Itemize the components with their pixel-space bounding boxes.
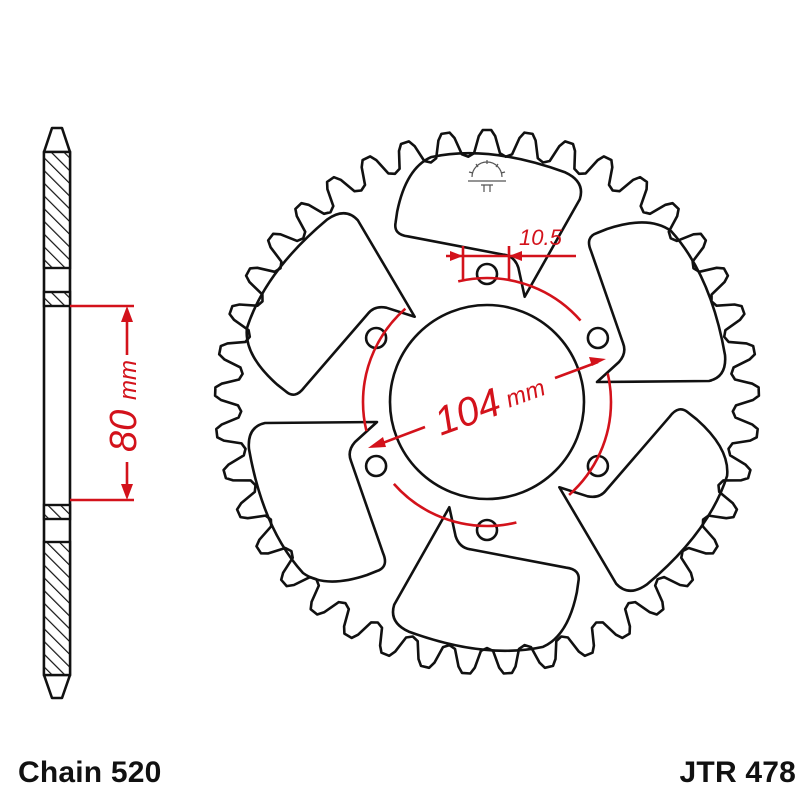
center-bore [388, 303, 586, 501]
chain-size-label: Chain 520 [18, 756, 162, 789]
lightening-hole [393, 151, 583, 299]
bolt-hole [475, 518, 499, 542]
hatched-section-top [42, 150, 72, 270]
bolt-hole [586, 326, 610, 350]
hatched-section-bottom [42, 540, 72, 677]
lightening-hole [558, 408, 729, 593]
lightening-holes [245, 151, 729, 653]
bolt-circle-unit: mm [502, 374, 549, 413]
lightening-hole [587, 221, 727, 384]
bolt-hole [475, 262, 499, 286]
lightening-hole [391, 505, 581, 653]
sprocket-teeth-outline [213, 128, 761, 675]
bolt-circle-dimension: 104 mm [361, 276, 613, 528]
part-number-label: JTR 478 [679, 756, 796, 789]
bolt-hole-value: 10.5 [519, 225, 563, 250]
hub-width-unit: mm [115, 360, 142, 400]
bolt-hole-dimension: 10.5 [446, 225, 576, 280]
side-profile-outline [42, 126, 72, 700]
logo-emblem-icon [468, 160, 506, 192]
sprocket-front-view [213, 128, 761, 675]
hub-width-value: 80 [103, 410, 145, 452]
lightening-hole [245, 211, 416, 396]
side-profile-view [42, 126, 72, 700]
hatched-section-upper-hub [42, 290, 72, 308]
bolt-hole [364, 454, 388, 478]
hub-width-dimension: 80 mm [70, 304, 145, 502]
lightening-hole [247, 420, 387, 583]
bolt-circle-value: 104 [429, 380, 507, 444]
hatched-section-lower-hub [42, 503, 72, 521]
bolt-circle-arc [361, 276, 613, 528]
